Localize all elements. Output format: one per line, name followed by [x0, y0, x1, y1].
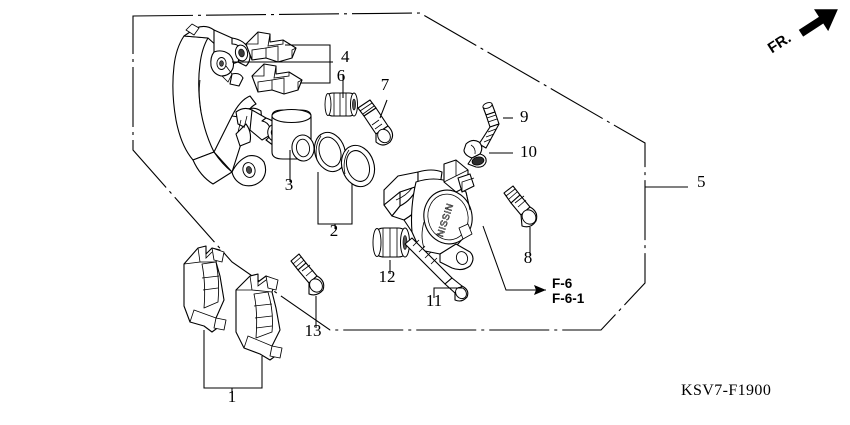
brake-pad-right [235, 273, 283, 361]
assembly-boundary-dashed [132, 12, 646, 331]
pin-boot-small [324, 92, 358, 117]
leader-lines [203, 44, 688, 394]
callout-12: 12 [379, 267, 396, 286]
arrow-up-right-icon [798, 9, 838, 37]
caliper-pin-bolt [357, 99, 394, 146]
cross-ref-line1: F-6 [552, 276, 573, 291]
bleed-valve [478, 102, 500, 149]
callout-7: 7 [381, 75, 390, 94]
caliper-slide-pin [404, 237, 469, 302]
callout-numbers: 1 2 3 4 5 6 7 8 9 10 11 12 13 [228, 47, 706, 406]
caliper-body: NISSIN [383, 159, 475, 271]
caliper-piston [271, 108, 315, 162]
callout-10: 10 [520, 142, 537, 161]
brake-pad-left [183, 245, 227, 333]
callout-2: 2 [330, 221, 339, 240]
pad-pin-bolt [290, 253, 325, 296]
cross-ref-line2: F-6-1 [552, 291, 585, 306]
piston-seal-outer [313, 131, 347, 173]
piston-seal-inner [340, 144, 376, 188]
callout-1: 1 [228, 387, 237, 406]
callout-5: 5 [697, 172, 706, 191]
caliper-mount-bolt [503, 185, 538, 228]
callout-3: 3 [285, 175, 294, 194]
cross-reference-label: F-6 F-6-1 [552, 276, 585, 306]
bleed-valve-cap [463, 139, 487, 168]
pad-retainer-clip-upper [245, 31, 297, 63]
callout-6: 6 [337, 66, 346, 85]
callout-11: 11 [426, 291, 442, 310]
part-number-text: KSV7-F1900 [681, 382, 771, 399]
callout-13: 13 [305, 321, 322, 340]
slide-pin-boot [372, 227, 410, 258]
pad-retainer-clip-lower [251, 63, 303, 95]
callout-8: 8 [524, 248, 533, 267]
callout-4: 4 [341, 47, 350, 66]
callout-9: 9 [520, 107, 529, 126]
